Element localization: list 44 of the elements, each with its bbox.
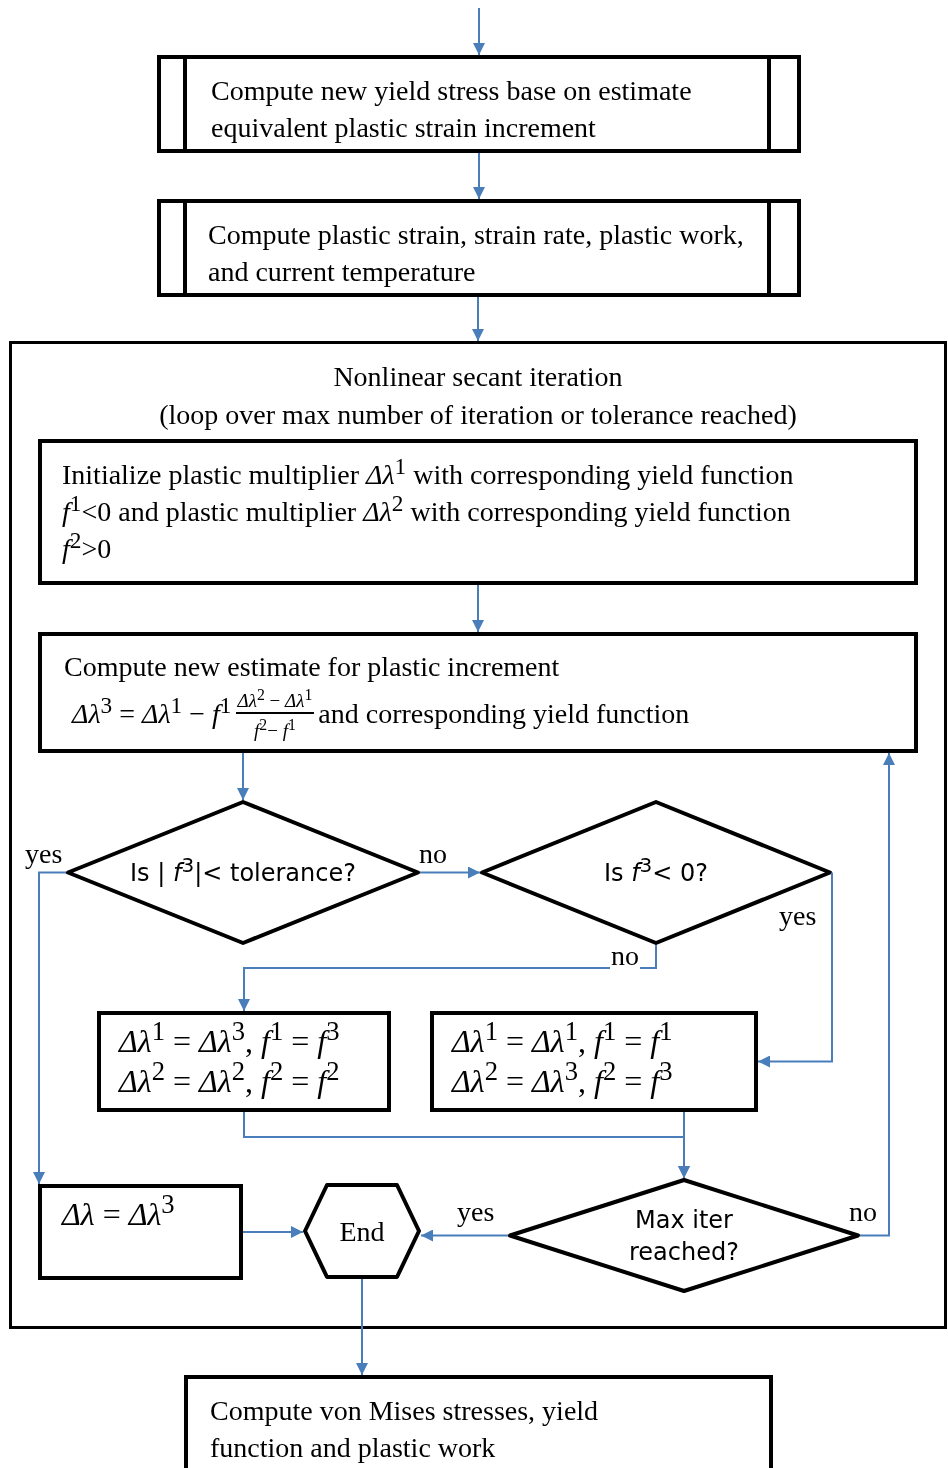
arrow bbox=[242, 1226, 304, 1238]
process-box bbox=[38, 1184, 243, 1280]
process-box bbox=[97, 1011, 391, 1112]
node-text: Initialize plastic multiplier Δλ$^{1}$ with corresponding yield function f$^{1}$<0 and plastic multiplier Δλ$^{2}$ with corresponding yield function f$^{2}$>0 bbox=[62, 456, 795, 566]
loop-container bbox=[9, 341, 947, 1329]
arrow bbox=[473, 7, 485, 56]
process-box bbox=[184, 1375, 773, 1468]
process-box bbox=[38, 632, 918, 753]
process-box bbox=[38, 439, 918, 585]
arrow bbox=[238, 944, 657, 1012]
arrow bbox=[757, 871, 833, 1068]
arrow bbox=[678, 1111, 690, 1179]
node-text: and corresponding yield function bbox=[318, 696, 690, 731]
node-text: Compute plastic strain, strain rate, plastic work, and current temperature bbox=[208, 218, 745, 289]
node-text: End bbox=[339, 1214, 385, 1249]
predefined-process-box bbox=[157, 55, 801, 153]
loop-title: Nonlinear secant iteration bbox=[332, 360, 624, 394]
arrow bbox=[356, 1278, 368, 1376]
arrow bbox=[472, 584, 484, 633]
arrow bbox=[237, 752, 249, 801]
node-text: Compute new estimate for plastic increment bbox=[64, 650, 560, 684]
decision-text: Is f$^{3}$< 0? bbox=[603, 856, 709, 889]
arrow bbox=[473, 152, 485, 200]
arrow bbox=[419, 866, 481, 879]
decision-diamond bbox=[66, 800, 420, 945]
decision-text: Max iter reached? bbox=[628, 1204, 740, 1268]
arrow bbox=[859, 752, 895, 1237]
node-text: Δλ = Δλ$^{3}$ bbox=[62, 1194, 176, 1234]
arrow bbox=[33, 871, 67, 1185]
terminal-hexagon bbox=[303, 1183, 421, 1279]
arrow bbox=[420, 1229, 509, 1242]
node-text: Compute von Mises stresses, yield function and plastic work bbox=[210, 1394, 600, 1465]
fraction-numerator: Δλ$^{2}$ − Δλ$^{1}$ bbox=[235, 684, 315, 715]
fraction-denominator: f$^{2}$− f$^{1}$ bbox=[254, 715, 296, 743]
process-box bbox=[430, 1011, 758, 1112]
loop-title: (loop over max number of iteration or tolerance reached) bbox=[158, 398, 798, 432]
formula-text: Δλ$^{3}$ = Δλ$^{1}$ − f$^{1}$ bbox=[72, 694, 232, 731]
node-text: Δλ$^{1}$ = Δλ$^{3}$, f$^{1}$ = f$^{3}$ Δλ$^{2}$ = Δλ$^{2}$, f$^{2}$ = f$^{2}$ bbox=[119, 1021, 341, 1101]
predefined-process-box bbox=[157, 199, 801, 297]
node-text: Δλ$^{1}$ = Δλ$^{1}$, f$^{1}$ = f$^{1}$ Δλ$^{2}$ = Δλ$^{3}$, f$^{2}$ = f$^{3}$ bbox=[452, 1021, 674, 1101]
node-text: Compute new yield stress base on estimate equivalent plastic strain increment bbox=[211, 74, 693, 145]
decision-diamond bbox=[480, 800, 832, 945]
decision-text: Is | f$^{3}$|< tolerance? bbox=[130, 856, 356, 889]
arrow bbox=[472, 296, 484, 342]
